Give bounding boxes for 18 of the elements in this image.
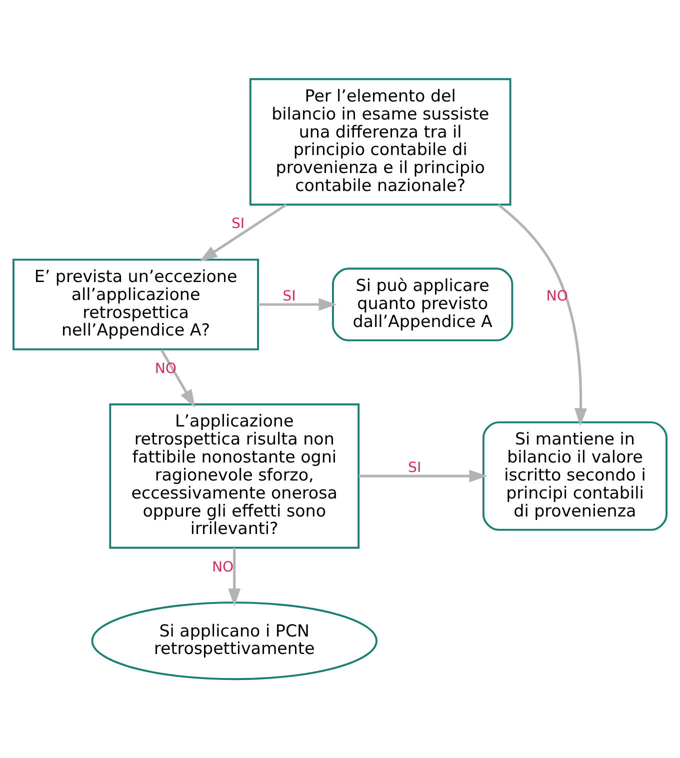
edge-label: NO <box>154 360 177 377</box>
arrow <box>358 470 488 482</box>
edge-label: NO <box>212 559 234 576</box>
edge-label: SI <box>282 288 296 304</box>
arrow <box>258 298 337 311</box>
node-ellipse: Si applicano i PCN retrospettivamente <box>91 602 378 680</box>
arrow <box>228 548 241 606</box>
edge-label: SI <box>231 216 245 232</box>
node-box: Per l’elemento del bilancio in esame sussiste una differenza tra il principio contabile di provenienza e il principio contabile nazionale? <box>249 78 512 206</box>
arrow <box>199 204 287 262</box>
node-box: E’ prevista un’eccezione all’applicazione retrospettica nell’Appendice A? <box>12 258 259 350</box>
node-box: L’applicazione retrospettica risulta non fattibile nonostante ogni ragionevole sforzo, eccessivamente onerosa oppure gli effetti sono irrilevanti? <box>109 403 360 549</box>
edge-label: SI <box>408 460 422 476</box>
arrow <box>498 204 588 426</box>
node-box: Si può applicare quanto previsto dall’Appendice A <box>332 268 514 342</box>
node-box: Si mantiene in bilancio il valore iscritto secondo i principi contabili di provenienza <box>482 421 668 531</box>
arrow <box>160 349 196 408</box>
edge-label: NO <box>546 288 568 304</box>
